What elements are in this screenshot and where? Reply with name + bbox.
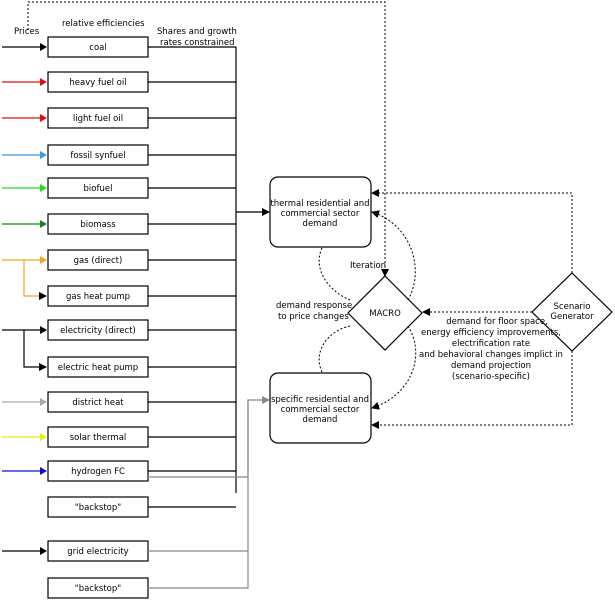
iteration-label: Iteration <box>350 261 386 271</box>
thermal-demand-box <box>269 176 372 248</box>
fuel-box-label: solar thermal <box>70 433 127 443</box>
fuel-box-label: coal <box>89 43 106 53</box>
fuel-box-label: light fuel oil <box>73 114 123 124</box>
scenario-note-line-2: energy efficiency improvements, <box>421 328 561 338</box>
fuel-box-label: gas heat pump <box>66 292 130 302</box>
demand-response-label-1: demand response <box>276 301 352 311</box>
thermal-demand-label-1: thermal residential and <box>270 199 369 209</box>
fuel-box-label: fossil synfuel <box>70 151 125 161</box>
fuel-input-arrowhead <box>40 43 47 51</box>
scenario-to-thermal-line <box>371 189 573 273</box>
electricity-split-connector <box>23 330 47 371</box>
fuel-box-label: district heat <box>72 398 124 408</box>
fuel-box-label: hydrogen FC <box>71 467 125 477</box>
fuel-box-label: "backstop" <box>75 503 121 513</box>
specific-demand-label-1: specific residential and <box>271 395 369 405</box>
scenario-note: demand for floor space, energy efficienc… <box>419 317 563 382</box>
fuel-box-label: electricity (direct) <box>60 326 136 336</box>
scenario-note-line-6: (scenario-specific) <box>452 372 530 382</box>
fuel-box-label: biomass <box>80 220 116 230</box>
fuel-box-label: biofuel <box>84 184 113 194</box>
fuel-input-arrowhead <box>40 220 47 228</box>
fuel-box-label: gas (direct) <box>74 256 123 266</box>
specific-demand-box <box>269 372 372 444</box>
macro-diamond <box>347 275 423 351</box>
fuel-box-label: electric heat pump <box>58 363 138 373</box>
relative-efficiencies-label: relative efficiencies <box>62 19 145 29</box>
fuel-input-arrowhead <box>40 326 47 334</box>
hydrogen-to-specific-line <box>148 396 270 478</box>
scenario-label-1: Scenario <box>554 302 591 312</box>
gas-split-connector <box>23 260 47 300</box>
thermal-demand-label-2: commercial sector <box>281 209 360 219</box>
backstop2-to-specific-line <box>148 551 249 589</box>
fuel-input-arrowhead <box>40 151 47 159</box>
prices-label: Prices <box>14 27 40 37</box>
scenario-note-line-5: demand projection <box>451 361 531 371</box>
fuel-input-arrowhead <box>40 114 47 122</box>
grid-electricity-arrowhead <box>40 547 47 555</box>
fuel-input-arrowhead <box>40 256 47 264</box>
specific-demand-label-2: commercial sector <box>281 405 360 415</box>
fuel-rows: coal heavy fuel oil light fuel oil fossil s… <box>2 36 236 599</box>
macro-specific-loop-left <box>318 325 351 373</box>
thermal-demand-label-3: demand <box>303 219 338 229</box>
demand-response-label-2: to price changes <box>278 312 349 322</box>
fuel-input-arrowhead <box>40 78 47 86</box>
scenario-note-line-3: electrification rate <box>452 339 530 349</box>
specific-fuel-box-label: "backstop" <box>75 584 121 594</box>
scenario-note-line-4: and behavioral changes implict in <box>419 350 563 360</box>
macro-specific-loop-right <box>371 325 417 410</box>
scenario-to-specific-line <box>371 351 573 429</box>
shares-constrained-label-2: rates constrained <box>160 38 235 48</box>
fuel-input-arrowhead <box>40 467 47 475</box>
fuel-box-label: heavy fuel oil <box>69 78 126 88</box>
fuel-input-arrowhead <box>40 398 47 406</box>
fuel-input-arrowhead <box>40 433 47 441</box>
shares-constrained-label-1: Shares and growth <box>157 27 237 37</box>
specific-fuel-box-label: grid electricity <box>67 547 128 557</box>
fuel-input-arrowhead <box>40 184 47 192</box>
macro-thermal-loop-left <box>318 247 351 301</box>
macro-label: MACRO <box>369 309 401 319</box>
specific-demand-label-3: demand <box>303 415 338 425</box>
prices-feedback-line <box>27 1 389 277</box>
grid-electricity-to-specific-line <box>148 400 249 552</box>
scenario-note-line-1: demand for floor space, <box>446 317 548 327</box>
scenario-label-2: Generator <box>550 312 594 322</box>
